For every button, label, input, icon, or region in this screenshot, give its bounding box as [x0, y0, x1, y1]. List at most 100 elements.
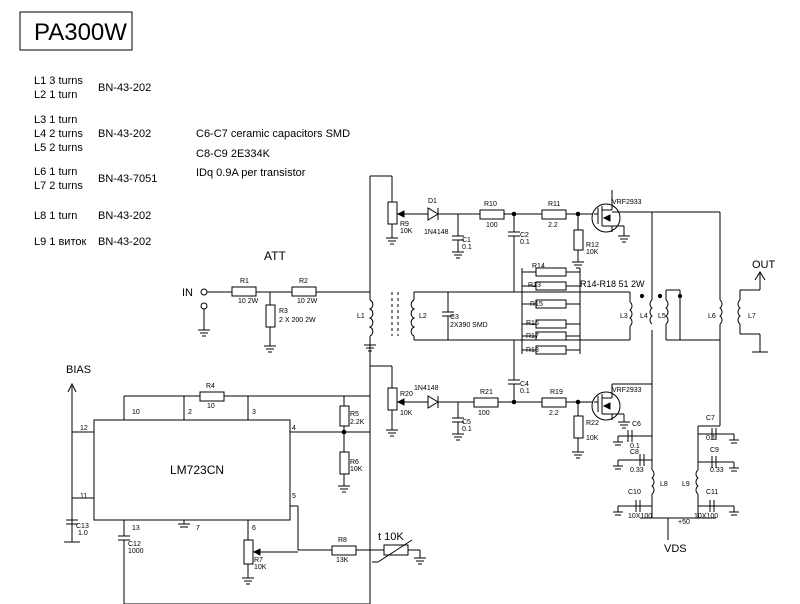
- r21-value: 100: [478, 410, 490, 417]
- c13-value: 1.0: [78, 530, 88, 537]
- note-l6: L6 1 turn: [34, 166, 77, 178]
- lm723-ic: [93, 419, 291, 521]
- spec-caps-1: C6-C7 ceramic capacitors SMD: [196, 128, 350, 140]
- r5-value: 2.2K: [350, 419, 365, 426]
- d2-diode: [427, 395, 439, 409]
- c7-value: 0.1: [706, 435, 716, 442]
- att-label: ATT: [264, 249, 286, 263]
- l4-inductor: [649, 299, 653, 325]
- pin6-label: 6: [252, 525, 256, 532]
- note-core-5: BN-43-202: [98, 236, 151, 248]
- r11-value: 2.2: [548, 222, 558, 229]
- r8-label: R8: [338, 537, 347, 544]
- r13-label: R13: [528, 282, 541, 289]
- note-l1: L1 3 turns: [34, 75, 83, 87]
- l1-inductor: [368, 299, 374, 337]
- r10-value: 100: [486, 222, 498, 229]
- input-transformer: L1 L2 C3 2X390 SMD: [357, 291, 600, 352]
- c1-value: 0.1: [462, 244, 472, 251]
- output-transformer: L3 L4 L5 L6 L7 OUT: [600, 190, 776, 392]
- d1-diode: [427, 207, 439, 221]
- c5-label: C5: [462, 419, 471, 426]
- note-l9: L9 1 виток: [34, 236, 86, 248]
- r20-label: R20: [400, 391, 413, 398]
- input-terminal: [200, 288, 208, 296]
- pin10-label: 10: [132, 409, 140, 416]
- spec-caps-2: C8-C9 2E334K: [196, 148, 271, 160]
- r7-label: R7: [254, 557, 263, 564]
- vds-supply: L8 L9 +50 VDS C6 0.1 C8 0.33 C10 10X100 …: [613, 340, 739, 555]
- r3-label: R3: [279, 308, 288, 315]
- r10-label: R10: [484, 201, 497, 208]
- out-label: OUT: [752, 259, 776, 271]
- pin13-label: 13: [132, 525, 140, 532]
- l8-label: L8: [660, 481, 668, 488]
- input-ground-terminal: [200, 302, 208, 310]
- note-l2: L2 1 turn: [34, 89, 77, 101]
- l4-label: L4: [640, 313, 648, 320]
- note-l4: L4 2 turns: [34, 128, 83, 140]
- ic-label: LM723CN: [170, 463, 224, 477]
- c12-label: C12: [128, 541, 141, 548]
- r6-value: 10K: [350, 466, 363, 473]
- r11-label: R11: [548, 201, 560, 208]
- note-core-1: BN-43-202: [98, 82, 151, 94]
- c11-value: 10X100: [694, 513, 718, 520]
- r4-label: R4: [206, 383, 215, 390]
- r2-label: R2: [299, 278, 308, 285]
- inductor-notes: L1 3 turns L2 1 turn BN-43-202 L3 1 turn…: [34, 75, 157, 248]
- r5-resistor: [339, 405, 350, 427]
- note-l3: L3 1 turn: [34, 114, 77, 126]
- l2-label: L2: [419, 313, 427, 320]
- r8-value: 13K: [336, 557, 349, 564]
- r20-value: 10K: [400, 410, 413, 417]
- l6-inductor: [719, 299, 723, 325]
- c3-label: C3: [450, 314, 459, 321]
- title: PA300W: [34, 19, 127, 46]
- pin4-label: 4: [292, 425, 296, 432]
- r8-resistor: [331, 545, 357, 556]
- pin3-label: 3: [252, 409, 256, 416]
- c3-value: 2X390 SMD: [450, 322, 488, 329]
- c12-value: 1000: [128, 548, 144, 555]
- upper-gate-circuit: R9 10K D1 1N4148 C1 0.1 R10 100 C2 0.1 R…: [369, 175, 599, 292]
- title-box: [19, 11, 133, 51]
- l3-inductor: [629, 301, 633, 327]
- r14-r18-note: R14-R18 51 2W: [580, 279, 645, 289]
- r4-value: 10: [207, 403, 215, 410]
- d2-value: 1N4148: [414, 385, 439, 392]
- bias-label: BIAS: [66, 364, 91, 376]
- c13-label: C13: [76, 523, 89, 530]
- pin11-label: 11: [80, 493, 87, 500]
- c6-value: 0.1: [630, 443, 640, 450]
- q1-label: VRF2933: [612, 199, 642, 206]
- r4-resistor: [199, 391, 225, 402]
- d1-label: D1: [428, 198, 437, 205]
- thermistor-label: t 10K: [378, 531, 404, 543]
- c6-label: C6: [632, 421, 641, 428]
- r9-label: R9: [400, 221, 409, 228]
- r16-label: R16: [526, 320, 539, 327]
- note-core-2: BN-43-202: [98, 128, 151, 140]
- note-l5: L5 2 turns: [34, 142, 83, 154]
- l3-label: L3: [620, 313, 628, 320]
- pin5-label: 5: [292, 493, 296, 500]
- l6-label: L6: [708, 313, 716, 320]
- r17-label: R17: [526, 333, 539, 340]
- q2-transistor: VRF2933: [591, 387, 642, 429]
- r7-value: 10K: [254, 564, 267, 571]
- pin7-label: 7: [196, 525, 200, 532]
- c8-value: 0.33: [630, 467, 644, 474]
- l5-inductor: [665, 299, 669, 325]
- r3-value: 2 X 200 2W: [279, 317, 316, 324]
- q1-transistor: VRF2933: [591, 198, 642, 243]
- c11-label: C11: [706, 489, 718, 496]
- r11-resistor: [541, 209, 567, 220]
- r21-resistor: [473, 397, 499, 408]
- r14-label: R14: [532, 263, 545, 270]
- r9-potentiometer: [387, 201, 398, 225]
- r22-value: 10K: [586, 435, 599, 442]
- c2-value: 0.1: [520, 239, 530, 246]
- r12-label: R12: [586, 242, 599, 249]
- q2-label: VRF2933: [612, 387, 642, 394]
